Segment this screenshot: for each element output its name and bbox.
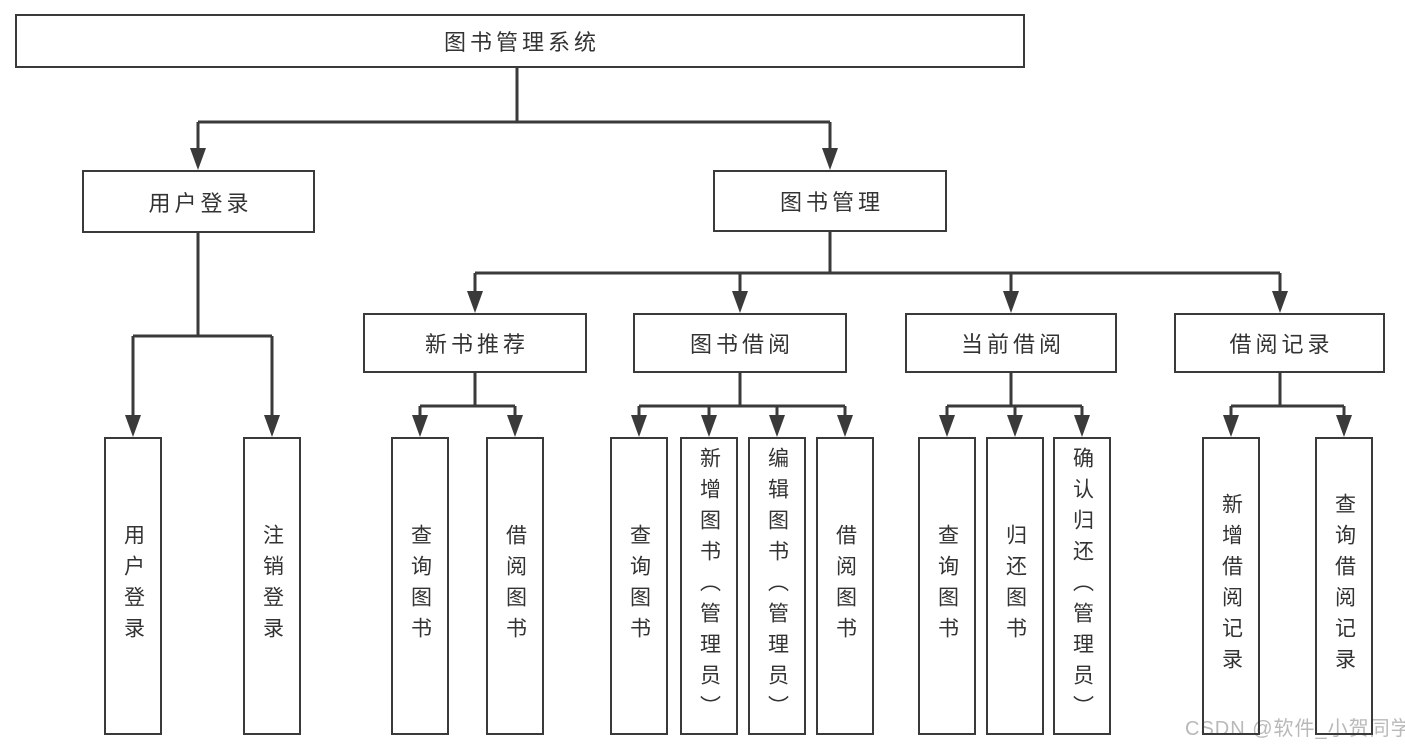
leaf-user-login: 用户登录 — [104, 437, 162, 735]
connector-new-books-children — [418, 373, 517, 416]
node-root: 图书管理系统 — [15, 14, 1025, 68]
csdn-watermark: CSDN @软件_小贺同学 — [1185, 718, 1405, 740]
node-new-books-label: 新书推荐 — [424, 332, 529, 357]
leaf-label: 查询图书 — [627, 524, 651, 648]
node-book-management: 图书管理 — [713, 170, 947, 232]
leaf-borrow-books-borrow: 借阅图书 — [816, 437, 874, 735]
connector-book-management-children — [473, 232, 1282, 292]
leaf-label: 借阅图书 — [503, 524, 527, 648]
node-borrow-records-label: 借阅记录 — [1229, 332, 1334, 357]
leaf-logout: 注销登录 — [243, 437, 301, 735]
leaf-label: 查询图书 — [408, 524, 432, 648]
connector-root-to-level2 — [196, 68, 832, 149]
leaf-add-borrow-record: 新增借阅记录 — [1202, 437, 1260, 735]
arrow-down-icon — [264, 415, 280, 437]
leaf-return-books: 归还图书 — [986, 437, 1044, 735]
leaf-edit-books-admin: 编辑图书（管理员） — [748, 437, 806, 735]
arrow-down-icon — [1336, 415, 1352, 437]
leaf-label: 归还图书 — [1003, 524, 1027, 648]
arrow-down-icon — [125, 415, 141, 437]
node-root-label: 图书管理系统 — [443, 30, 600, 55]
leaf-label: 编辑图书（管理员） — [765, 446, 789, 726]
arrow-down-icon — [837, 415, 853, 437]
arrow-down-icon — [467, 291, 483, 313]
leaf-query-borrow-record: 查询借阅记录 — [1315, 437, 1373, 735]
node-current-borrow: 当前借阅 — [905, 313, 1117, 373]
node-user-login: 用户登录 — [82, 170, 315, 233]
arrow-down-icon — [822, 148, 838, 170]
leaf-label: 新增借阅记录 — [1219, 493, 1243, 679]
leaf-query-books-newbooks: 查询图书 — [391, 437, 449, 735]
leaf-confirm-return-admin: 确认归还（管理员） — [1053, 437, 1111, 735]
arrow-down-icon — [732, 291, 748, 313]
arrow-down-icon — [1074, 415, 1090, 437]
leaf-label: 查询借阅记录 — [1332, 493, 1356, 679]
arrow-down-icon — [939, 415, 955, 437]
connector-user-login-children — [131, 233, 274, 416]
arrow-down-icon — [701, 415, 717, 437]
arrow-down-icon — [769, 415, 785, 437]
arrow-down-icon — [507, 415, 523, 437]
node-book-management-label: 图书管理 — [779, 190, 884, 215]
leaf-label: 用户登录 — [121, 524, 145, 648]
arrow-down-icon — [631, 415, 647, 437]
node-borrow-records: 借阅记录 — [1174, 313, 1385, 373]
arrow-down-icon — [1007, 415, 1023, 437]
leaf-label: 注销登录 — [260, 524, 284, 648]
arrow-down-icon — [1223, 415, 1239, 437]
node-user-login-label: 用户登录 — [148, 190, 253, 216]
leaf-label: 新增图书（管理员） — [697, 446, 721, 726]
arrow-down-icon — [1003, 291, 1019, 313]
leaf-label: 查询图书 — [935, 524, 959, 648]
connector-current-borrow-children — [945, 373, 1084, 416]
connector-book-borrow-children — [637, 373, 847, 416]
leaf-query-books-current: 查询图书 — [918, 437, 976, 735]
node-book-borrow: 图书借阅 — [633, 313, 847, 373]
leaf-add-books-admin: 新增图书（管理员） — [680, 437, 738, 735]
node-new-books: 新书推荐 — [363, 313, 587, 373]
leaf-borrow-books-newbooks: 借阅图书 — [486, 437, 544, 735]
arrow-down-icon — [1272, 291, 1288, 313]
arrow-down-icon — [190, 148, 206, 170]
connector-borrow-records-children — [1229, 373, 1346, 416]
leaf-label: 确认归还（管理员） — [1070, 446, 1094, 726]
leaf-label: 借阅图书 — [833, 524, 857, 648]
arrow-down-icon — [412, 415, 428, 437]
node-current-borrow-label: 当前借阅 — [960, 332, 1065, 357]
node-book-borrow-label: 图书借阅 — [689, 332, 794, 357]
leaf-query-books-borrow: 查询图书 — [610, 437, 668, 735]
